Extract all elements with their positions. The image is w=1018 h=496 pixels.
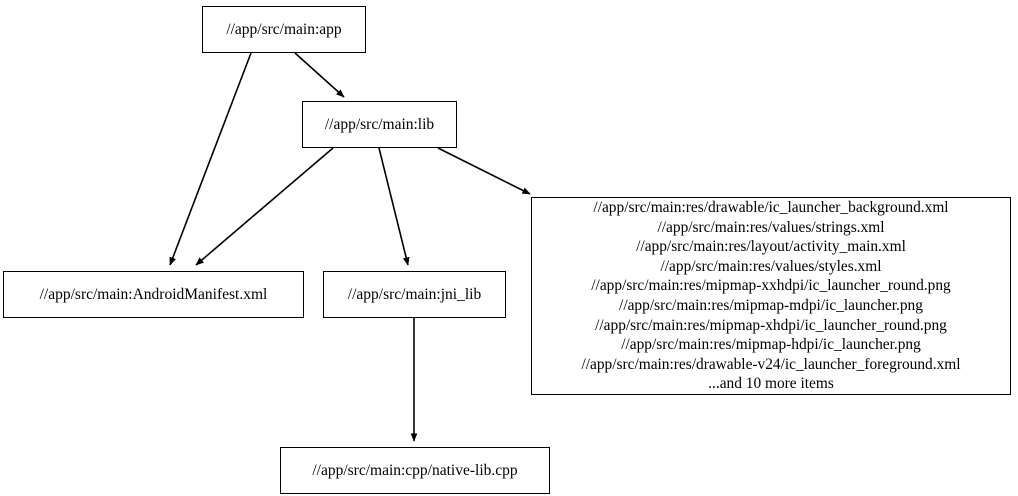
graph-node-app-label: //app/src/main:app (226, 20, 342, 38)
graph-node-native-lib-cpp[interactable]: //app/src/main:cpp/native-lib.cpp (280, 447, 550, 494)
graph-node-lib[interactable]: //app/src/main:lib (302, 101, 457, 148)
edge-app-to-lib (294, 52, 345, 98)
edge-lib-to-manifest (195, 147, 334, 266)
graph-node-res-list-label: //app/src/main:res/drawable/ic_launcher_… (581, 199, 961, 393)
graph-node-android-manifest[interactable]: //app/src/main:AndroidManifest.xml (3, 271, 304, 318)
graph-node-native-lib-cpp-label: //app/src/main:cpp/native-lib.cpp (312, 461, 518, 479)
graph-node-jni-lib-label: //app/src/main:jni_lib (347, 285, 482, 303)
graph-node-jni-lib[interactable]: //app/src/main:jni_lib (323, 271, 506, 318)
graph-node-android-manifest-label: //app/src/main:AndroidManifest.xml (39, 285, 268, 303)
graph-node-lib-label: //app/src/main:lib (324, 115, 435, 133)
graph-node-app[interactable]: //app/src/main:app (202, 6, 366, 53)
edge-app-to-manifest (169, 52, 252, 266)
edge-lib-to-jnilib (378, 147, 410, 266)
graph-node-res-list[interactable]: //app/src/main:res/drawable/ic_launcher_… (531, 197, 1011, 395)
edge-lib-to-reslist (437, 147, 531, 195)
